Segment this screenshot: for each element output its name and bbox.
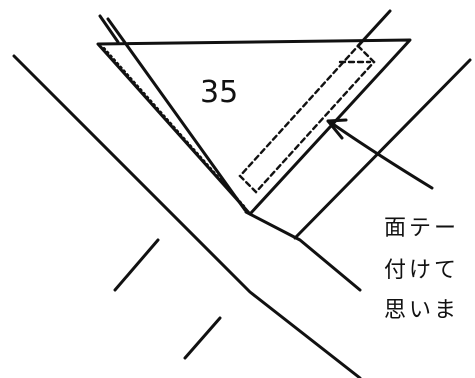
- lower-diagonal-line-2: [244, 210, 362, 292]
- note-line-2: 付けて: [384, 258, 460, 283]
- top-left-tick: [98, 14, 120, 44]
- measurement-label: 35: [200, 75, 238, 110]
- triangle-outline: [96, 38, 412, 216]
- dotted-edge: [102, 46, 246, 208]
- lower-left-stub-1: [113, 238, 160, 292]
- left-diagonal-line: [12, 54, 362, 378]
- right-diagonal-line: [293, 58, 472, 240]
- lower-left-stub-2: [183, 316, 222, 360]
- arrow-shaft: [328, 120, 434, 190]
- note-line-1: 面テー: [384, 216, 460, 241]
- dashed-strip: [238, 44, 376, 194]
- lower-diagonal-line: [106, 17, 247, 212]
- arrow-head: [326, 118, 348, 140]
- note-line-3: 思いま: [384, 298, 460, 323]
